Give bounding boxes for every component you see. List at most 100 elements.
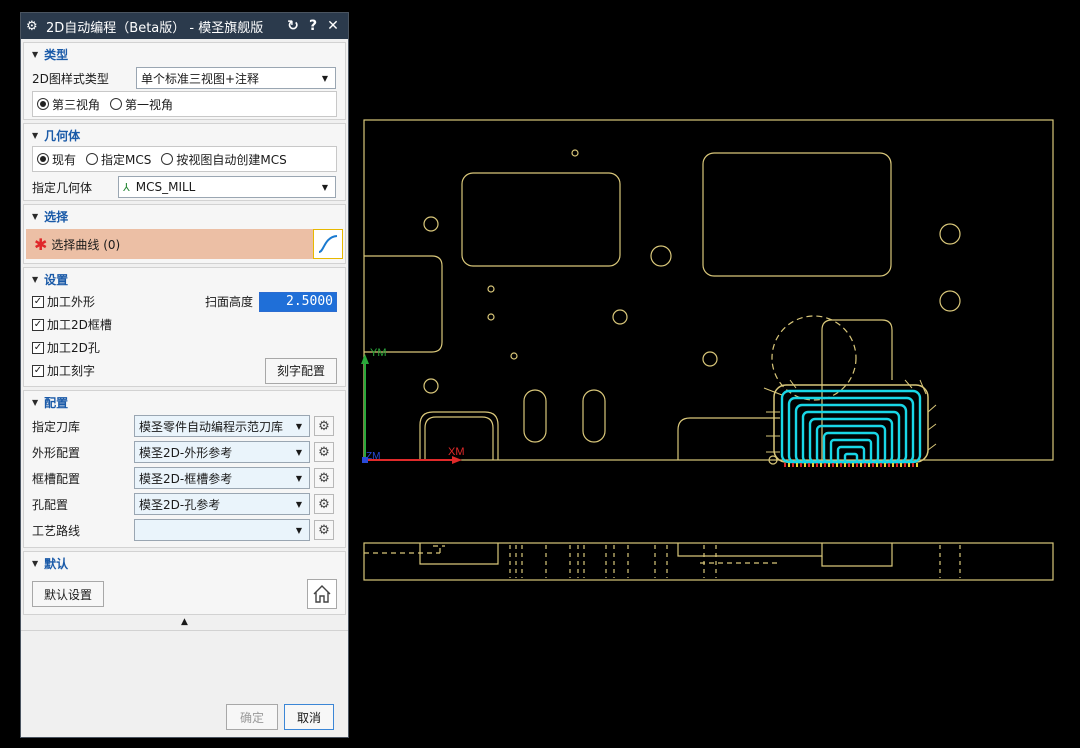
config-row-hole: 孔配置 模圣2D-孔参考 ▼ ⚙	[24, 491, 345, 517]
tall-pocket	[821, 319, 893, 460]
geometry-select[interactable]: ⅄ MCS_MILL ▼	[118, 176, 336, 198]
hole-config-select[interactable]: 模圣2D-孔参考 ▼	[134, 493, 310, 515]
radio-existing[interactable]: 现有	[37, 151, 76, 168]
checkbox-label: 加工2D框槽	[47, 318, 112, 332]
config-row-pocket: 框槽配置 模圣2D-框槽参考 ▼ ⚙	[24, 465, 345, 491]
dialog-titlebar[interactable]: ⚙ 2D自动编程（Beta版） - 模圣旗舰版 ↻ ? ✕	[21, 13, 348, 39]
section-title: 几何体	[44, 128, 81, 143]
caret-down-icon: ▼	[32, 274, 39, 284]
checkbox-machine-profile[interactable]: ✓ 加工外形	[32, 293, 95, 310]
pocket-1	[461, 172, 621, 267]
settings-section-header[interactable]: ▼ 设置	[24, 268, 345, 290]
collapse-up-icon[interactable]: ▲	[21, 617, 348, 631]
geometry-section: ▼ 几何体 现有 指定MCS 按视图自动创建MCS 指定几何体 ⅄ MCS_MI…	[23, 123, 346, 201]
settings-row-1: ✓ 加工外形 扫面高度	[24, 290, 345, 313]
radio-dot	[86, 153, 99, 165]
gear-icon[interactable]: ⚙	[314, 520, 334, 540]
mcs-axes: YM XM ZM	[361, 347, 465, 464]
gear-icon[interactable]: ⚙	[314, 494, 334, 514]
view-angle-group: 第三视角 第一视角	[32, 91, 337, 117]
geometry-select-value: MCS_MILL	[135, 180, 196, 194]
pocket-2	[702, 152, 892, 277]
caret-down-icon: ▼	[32, 49, 39, 59]
chevron-down-icon: ▼	[321, 182, 329, 192]
radio-first-angle[interactable]: 第一视角	[110, 96, 173, 113]
radio-label: 现有	[52, 152, 77, 167]
profile-config-select[interactable]: 模圣2D-外形参考 ▼	[134, 441, 310, 463]
height-input[interactable]	[259, 291, 337, 312]
dialog-title: 2D自动编程（Beta版） - 模圣旗舰版	[46, 20, 264, 36]
checkbox-machine-pocket[interactable]: ✓ 加工2D框槽	[32, 316, 112, 333]
default-settings-button[interactable]: 默认设置	[32, 581, 104, 607]
caret-down-icon: ▼	[32, 211, 39, 221]
radio-dot	[37, 153, 49, 165]
default-section-header[interactable]: ▼ 默认	[24, 552, 345, 574]
checkbox-machine-hole[interactable]: ✓ 加工2D孔	[32, 339, 100, 356]
type-section-header[interactable]: ▼ 类型	[24, 43, 345, 65]
cancel-button[interactable]: 取消	[284, 704, 334, 730]
geometry-row: 指定几何体 ⅄ MCS_MILL ▼	[24, 174, 345, 200]
u-slot-outer	[419, 411, 499, 460]
settings-section: ▼ 设置 ✓ 加工外形 扫面高度 ✓ 加工2D框槽 ✓ 加工2D孔 ✓	[23, 267, 346, 387]
help-button[interactable]: ?	[308, 18, 318, 34]
ok-button[interactable]: 确定	[226, 704, 278, 730]
part-outline	[363, 119, 1054, 461]
geometry-section-header[interactable]: ▼ 几何体	[24, 124, 345, 146]
select-curve-label: 选择曲线 (0)	[51, 237, 121, 252]
section-title: 默认	[44, 556, 69, 571]
style-label: 2D图样式类型	[32, 71, 109, 86]
chevron-down-icon: ▼	[295, 447, 303, 457]
geometry-mode-group: 现有 指定MCS 按视图自动创建MCS	[32, 146, 337, 172]
checkbox-box: ✓	[32, 364, 44, 377]
process-route-select[interactable]: ▼	[134, 519, 310, 541]
gear-icon[interactable]: ⚙	[314, 468, 334, 488]
select-curve-row[interactable]: ✱ 选择曲线 (0)	[26, 229, 343, 259]
select-value: 模圣2D-外形参考	[139, 445, 233, 460]
radio-auto-mcs[interactable]: 按视图自动创建MCS	[161, 151, 287, 168]
checkbox-box: ✓	[32, 318, 44, 331]
axis-label-ym: YM	[370, 347, 387, 359]
checkbox-label: 加工外形	[47, 295, 96, 309]
chevron-down-icon: ▼	[295, 525, 303, 535]
auto-programming-dialog: ⚙ 2D自动编程（Beta版） - 模圣旗舰版 ↻ ? ✕ ▼ 类型 2D图样式…	[20, 12, 349, 738]
checkbox-box: ✓	[32, 341, 44, 354]
engrave-config-button[interactable]: 刻字配置	[265, 357, 337, 384]
select-value: 模圣2D-孔参考	[139, 497, 221, 512]
bottom-pocket	[677, 417, 780, 460]
curve-icon[interactable]	[313, 229, 343, 259]
u-slot-inner	[424, 416, 494, 460]
type-section: ▼ 类型 2D图样式类型 单个标准三视图+注释 ▼ 第三视角 第一视角	[23, 42, 346, 120]
settings-row-2: ✓ 加工2D框槽	[24, 313, 345, 336]
caret-down-icon: ▼	[32, 397, 39, 407]
tool-library-select[interactable]: 模圣零件自动编程示范刀库 ▼	[134, 415, 310, 437]
chevron-down-icon: ▼	[295, 421, 303, 431]
radio-label: 指定MCS	[101, 152, 152, 167]
geometry-label: 指定几何体	[32, 180, 93, 195]
chevron-down-icon: ▼	[295, 499, 303, 509]
height-label: 扫面高度	[204, 295, 253, 309]
reset-button[interactable]: ↻	[287, 18, 299, 34]
selection-section: ▼ 选择 ✱ 选择曲线 (0)	[23, 204, 346, 264]
default-row: 默认设置	[24, 574, 345, 614]
config-label: 指定刀库	[32, 419, 81, 434]
left-pocket	[364, 255, 443, 353]
selection-section-header[interactable]: ▼ 选择	[24, 205, 345, 227]
config-label: 工艺路线	[32, 523, 81, 538]
radio-dot	[110, 98, 123, 110]
checkbox-label: 加工刻字	[47, 364, 96, 378]
config-section-header[interactable]: ▼ 配置	[24, 391, 345, 413]
csys-icon: ⅄	[123, 180, 130, 194]
gear-icon[interactable]: ⚙	[314, 416, 334, 436]
close-button[interactable]: ✕	[327, 18, 339, 34]
radio-specify-mcs[interactable]: 指定MCS	[86, 151, 151, 168]
style-select[interactable]: 单个标准三视图+注释 ▼	[136, 67, 336, 89]
radio-third-angle[interactable]: 第三视角	[37, 96, 100, 113]
chevron-down-icon: ▼	[295, 473, 303, 483]
settings-row-4: ✓ 加工刻字 刻字配置	[24, 357, 345, 384]
home-icon[interactable]	[307, 579, 337, 609]
pocket-config-select[interactable]: 模圣2D-框槽参考 ▼	[134, 467, 310, 489]
checkbox-label: 加工2D孔	[47, 341, 100, 355]
checkbox-machine-engrave[interactable]: ✓ 加工刻字	[32, 362, 95, 379]
gear-icon[interactable]: ⚙	[314, 442, 334, 462]
